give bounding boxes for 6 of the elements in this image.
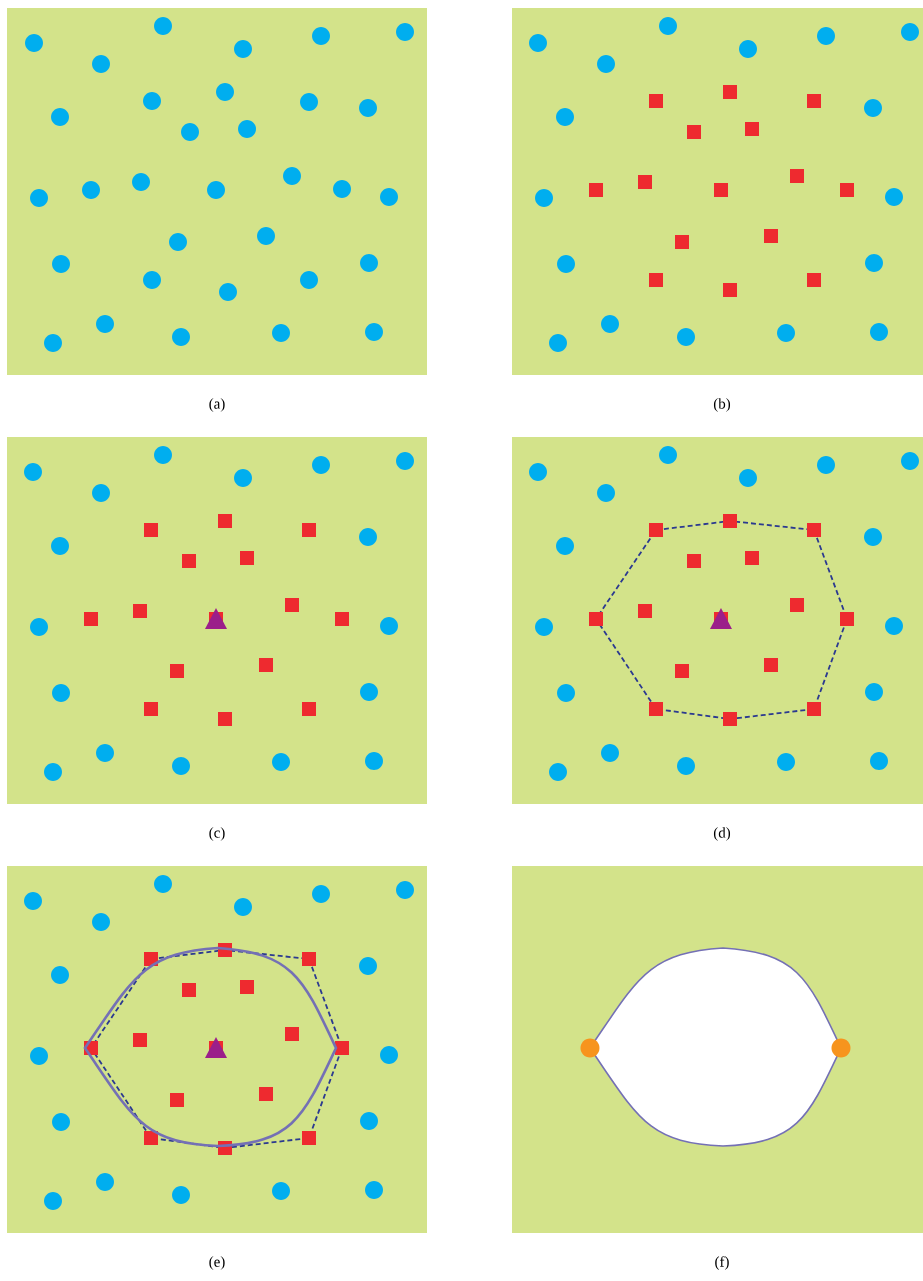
panel-label: (f) (715, 1256, 729, 1270)
panel-label: (e) (209, 1256, 225, 1270)
panel-label: (c) (209, 827, 225, 841)
panel-label: (a) (209, 398, 225, 412)
panel-label: (b) (713, 398, 731, 412)
panel-label: (d) (713, 827, 731, 841)
